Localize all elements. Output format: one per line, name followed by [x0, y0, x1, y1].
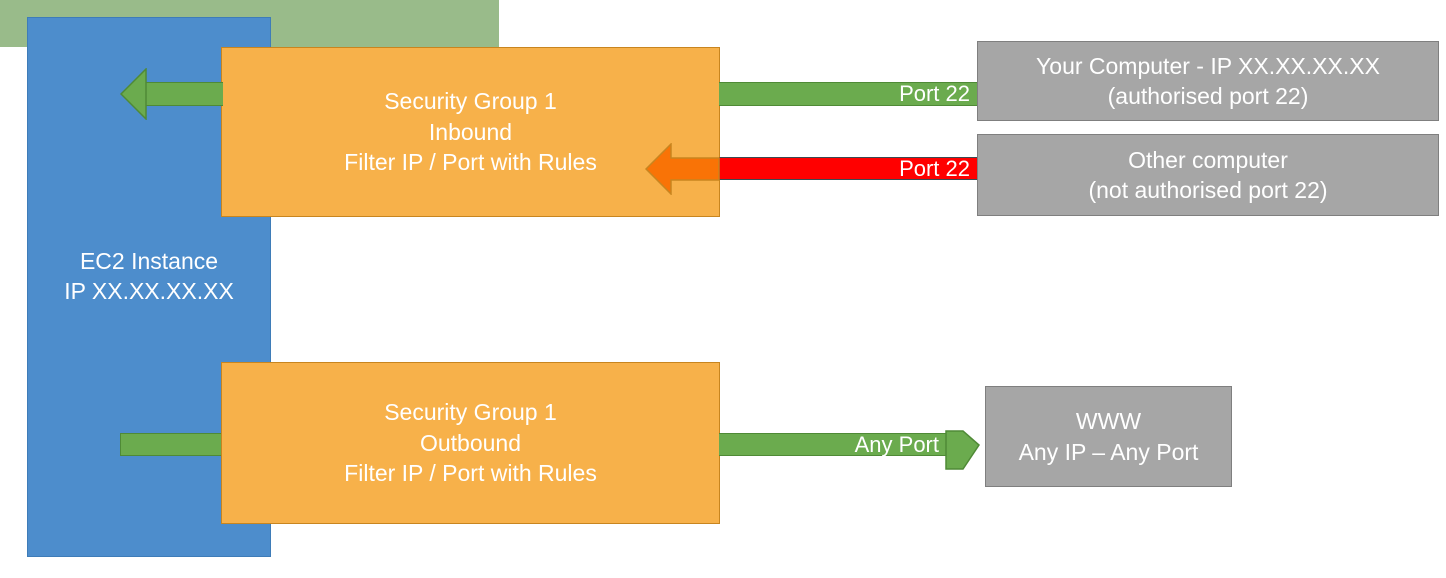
inbound-blocked-shaft: Port 22	[719, 155, 978, 181]
sg-outbound-title: Security Group 1	[384, 399, 557, 426]
inbound-allowed-shaft: Port 22	[719, 81, 978, 106]
ec2-instance-name: EC2 Instance	[79, 248, 219, 274]
outbound-allowed-shaft: Any Port	[719, 431, 947, 457]
sg-inbound-title: Security Group 1	[384, 88, 557, 115]
inbound-allowed-arrow-tail	[145, 82, 223, 106]
security-group-outbound-box: Security Group 1 Outbound Filter IP / Po…	[221, 362, 720, 524]
endpoint-www-line1: WWW	[1075, 408, 1142, 435]
outbound-allowed-port-label: Any Port	[854, 431, 939, 457]
sg-outbound-rules: Filter IP / Port with Rules	[344, 460, 597, 487]
outbound-arrow-tail	[120, 433, 222, 456]
inbound-allowed-port-label: Port 22	[899, 81, 970, 106]
inbound-blocked-port-label: Port 22	[899, 155, 970, 181]
inbound-allowed-arrowhead-icon	[120, 68, 147, 120]
endpoint-other-computer-line1: Other computer	[1128, 146, 1288, 173]
sg-inbound-rules: Filter IP / Port with Rules	[344, 149, 597, 176]
ec2-instance-ip: IP XX.XX.XX.XX	[64, 278, 234, 305]
inbound-blocked-arrow-icon	[645, 143, 720, 195]
endpoint-your-computer-box: Your Computer - IP XX.XX.XX.XX (authoris…	[977, 41, 1439, 121]
endpoint-your-computer-line1: Your Computer - IP XX.XX.XX.XX	[1036, 52, 1380, 79]
endpoint-your-computer-line2: (authorised port 22)	[1107, 83, 1309, 109]
security-group-inbound-box: Security Group 1 Inbound Filter IP / Por…	[221, 47, 720, 217]
endpoint-www-line2: Any IP – Any Port	[1018, 438, 1199, 465]
sg-outbound-direction: Outbound	[419, 429, 522, 456]
sg-inbound-direction: Inbound	[428, 118, 513, 145]
endpoint-other-computer-box: Other computer (not authorised port 22)	[977, 134, 1439, 216]
endpoint-www-box: WWW Any IP – Any Port	[985, 386, 1232, 487]
endpoint-other-computer-line2: (not authorised port 22)	[1088, 177, 1328, 203]
outbound-allowed-arrowhead-icon	[945, 430, 980, 470]
